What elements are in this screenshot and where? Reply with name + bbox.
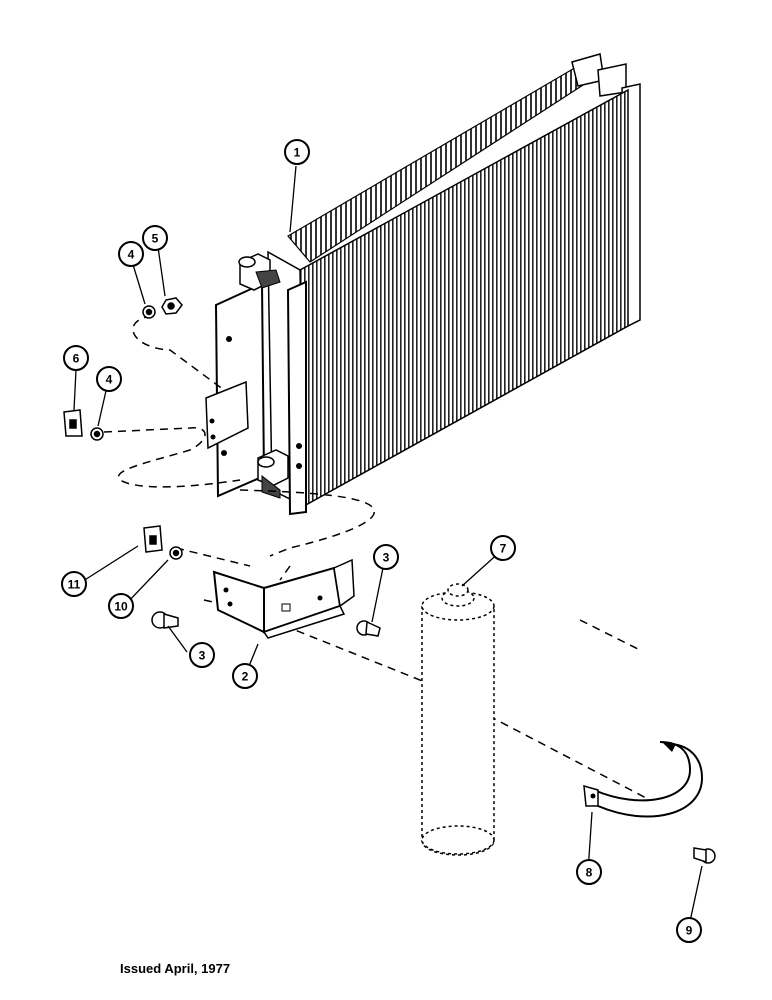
callout-2-label: 2 <box>242 670 249 684</box>
callout-5-label: 5 <box>152 232 159 246</box>
callout-1-label: 1 <box>294 146 301 160</box>
callout-4b-label: 4 <box>106 373 113 387</box>
callout-11-label: 11 <box>68 578 81 592</box>
callout-3a: 3 <box>189 642 215 668</box>
callout-9-label: 9 <box>686 924 693 938</box>
condenser-core <box>205 53 641 516</box>
callout-7-label: 7 <box>500 542 507 556</box>
callout-6: 6 <box>63 345 89 371</box>
callout-10: 10 <box>108 593 134 619</box>
strap-clamp <box>583 741 704 818</box>
hardware-parts <box>63 297 716 864</box>
mounting-bracket <box>212 558 355 639</box>
callout-3a-label: 3 <box>199 649 206 663</box>
callout-3b: 3 <box>373 544 399 570</box>
callout-8: 8 <box>576 859 602 885</box>
callout-1: 1 <box>284 139 310 165</box>
callout-2: 2 <box>232 663 258 689</box>
callout-4a-label: 4 <box>128 248 135 262</box>
callout-7: 7 <box>490 535 516 561</box>
callout-6-label: 6 <box>73 352 80 366</box>
receiver-drier <box>421 583 495 856</box>
callout-4b: 4 <box>96 366 122 392</box>
callout-3b-label: 3 <box>383 551 390 565</box>
callout-8-label: 8 <box>586 866 593 880</box>
callout-4a: 4 <box>118 241 144 267</box>
issued-date-caption: Issued April, 1977 <box>120 961 231 976</box>
callout-9: 9 <box>676 917 702 943</box>
callout-11: 11 <box>61 571 87 597</box>
callout-5: 5 <box>142 225 168 251</box>
callout-10-label: 10 <box>114 600 128 614</box>
